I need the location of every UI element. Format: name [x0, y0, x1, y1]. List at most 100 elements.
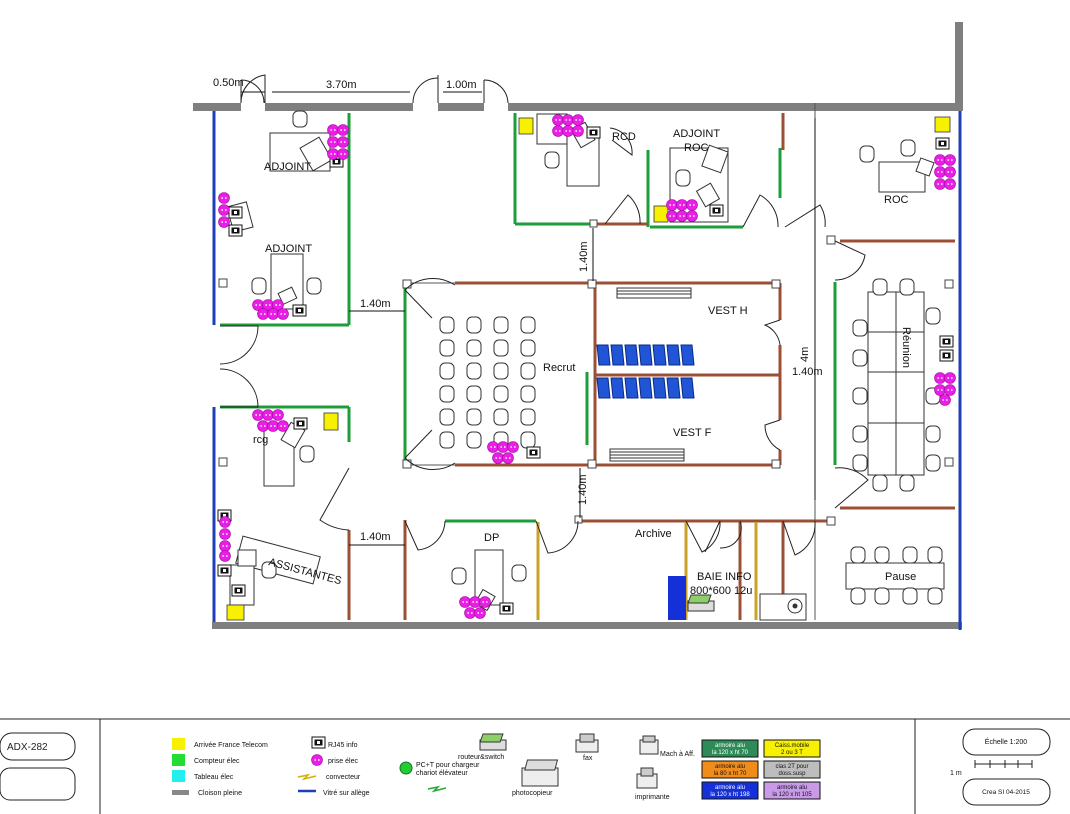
socket-icon	[572, 114, 584, 126]
svg-text:armoire alu: armoire alu	[715, 764, 745, 770]
code-box	[0, 732, 76, 761]
locker	[666, 377, 681, 399]
locker	[638, 344, 653, 366]
locker	[596, 377, 611, 399]
svg-text:Caiss.mobile: Caiss.mobile	[775, 743, 810, 749]
svg-text:la 120 x ht 105: la 120 x ht 105	[772, 792, 812, 798]
svg-text:doss.susp: doss.susp	[778, 771, 806, 777]
socket-icon	[686, 199, 698, 211]
brown-partitions	[347, 113, 955, 620]
socket-icon	[934, 178, 946, 190]
title-block: ADX-282	[0, 718, 1070, 814]
legend-swatch-ft	[172, 738, 185, 750]
socket-icon	[267, 420, 279, 432]
recrut-chair	[466, 316, 482, 334]
socket-icon	[686, 210, 698, 222]
socket-icon	[666, 210, 678, 222]
locker	[680, 344, 695, 366]
recrut-chair	[520, 385, 536, 403]
socket-icon	[474, 607, 486, 619]
socket-icon	[219, 550, 231, 562]
socket-icon	[934, 372, 946, 384]
locker	[638, 377, 653, 399]
legend-routeur: routeur&switch	[458, 754, 504, 761]
france-telecom-points	[226, 116, 951, 621]
socket-icon	[944, 384, 956, 396]
socket-icon	[257, 420, 269, 432]
socket-icon	[252, 409, 264, 421]
socket-icon	[262, 409, 274, 421]
legend-fax: fax	[583, 755, 593, 762]
dimension-lines	[241, 91, 816, 546]
legend-box-blue	[701, 781, 759, 800]
legend-convecteur-icon	[297, 773, 317, 781]
socket-icon	[492, 452, 504, 464]
recrut-chair	[493, 408, 509, 426]
socket-icon	[552, 125, 564, 137]
socket-icon	[218, 192, 230, 204]
recrut-chair	[466, 362, 482, 380]
legend-pct-2: chariot élévateur	[416, 770, 468, 777]
socket-icon	[337, 148, 349, 160]
room-rcg: rcg	[253, 434, 268, 446]
recrut-chair	[466, 408, 482, 426]
socket-icon	[552, 114, 564, 126]
legend-cloison: Cloison pleine	[198, 790, 242, 797]
room-adjoint-top: ADJOINT	[264, 161, 311, 173]
recrut-chair	[439, 385, 455, 403]
socket-icon	[219, 516, 231, 528]
recrut-chair	[520, 408, 536, 426]
legend-ft: Arrivée France Telecom	[194, 742, 268, 749]
socket-icon	[219, 528, 231, 540]
legend-vitre: Vitré sur allège	[323, 790, 370, 797]
socket-icon	[469, 596, 481, 608]
room-labels: ADJOINT ADJOINT RCD ADJOINT ROC ROC Recr…	[253, 128, 916, 597]
legend-swatch-tableau	[172, 770, 185, 782]
recrut-chair	[520, 316, 536, 334]
legend-rj45: RJ45 info	[328, 742, 358, 749]
socket-icon	[487, 441, 499, 453]
legend-prise: prise élec	[328, 758, 358, 765]
socket-icon	[676, 210, 688, 222]
dim-140-right: 1.40m	[792, 366, 823, 378]
legend-mach: Mach à Aff.	[660, 751, 695, 758]
legend-green-line-icon	[427, 785, 447, 793]
recrut-chair	[439, 316, 455, 334]
socket-icon	[337, 136, 349, 148]
svg-text:la 120 x ht 198: la 120 x ht 198	[710, 792, 750, 798]
dim-100: 1.00m	[446, 79, 477, 91]
socket-icon	[934, 166, 946, 178]
socket-icon	[944, 154, 956, 166]
recrut-chair	[493, 316, 509, 334]
legend-convecteur: convecteur	[326, 774, 361, 781]
crea-label: Crea SI 04-2015	[982, 789, 1030, 796]
scale-block: Échelle 1:200 1 m Crea SI 04-2015	[950, 728, 1051, 806]
socket-icon	[502, 452, 514, 464]
locker	[624, 377, 639, 399]
socket-icon	[327, 148, 339, 160]
recrut-chair	[520, 431, 536, 449]
scale-label: Échelle 1:200	[985, 737, 1028, 746]
recrut-chair	[466, 339, 482, 357]
locker	[666, 344, 681, 366]
svg-text:clas 2T pour: clas 2T pour	[776, 764, 809, 770]
room-adjoint-roc-1: ADJOINT	[673, 128, 720, 140]
doors	[219, 74, 869, 556]
room-baie-info-1: BAIE INFO	[697, 571, 752, 583]
recrut-chair	[439, 408, 455, 426]
legend-photocopier-icon	[521, 759, 559, 787]
recrut-chair	[439, 362, 455, 380]
room-pause: Pause	[885, 571, 916, 583]
svg-text:armoire alu: armoire alu	[777, 785, 807, 791]
socket-icon	[944, 178, 956, 190]
legend-swatch-compteur	[172, 754, 185, 766]
drawing-code: ADX-282	[7, 742, 48, 753]
legend-box-violet	[763, 781, 821, 800]
socket-icon	[267, 308, 279, 320]
recrut-chair	[493, 339, 509, 357]
dim-140-center-bottom: 1.40m	[577, 474, 589, 505]
socket-icon	[272, 409, 284, 421]
socket-icon	[934, 154, 946, 166]
rj45-outlets	[217, 126, 954, 615]
